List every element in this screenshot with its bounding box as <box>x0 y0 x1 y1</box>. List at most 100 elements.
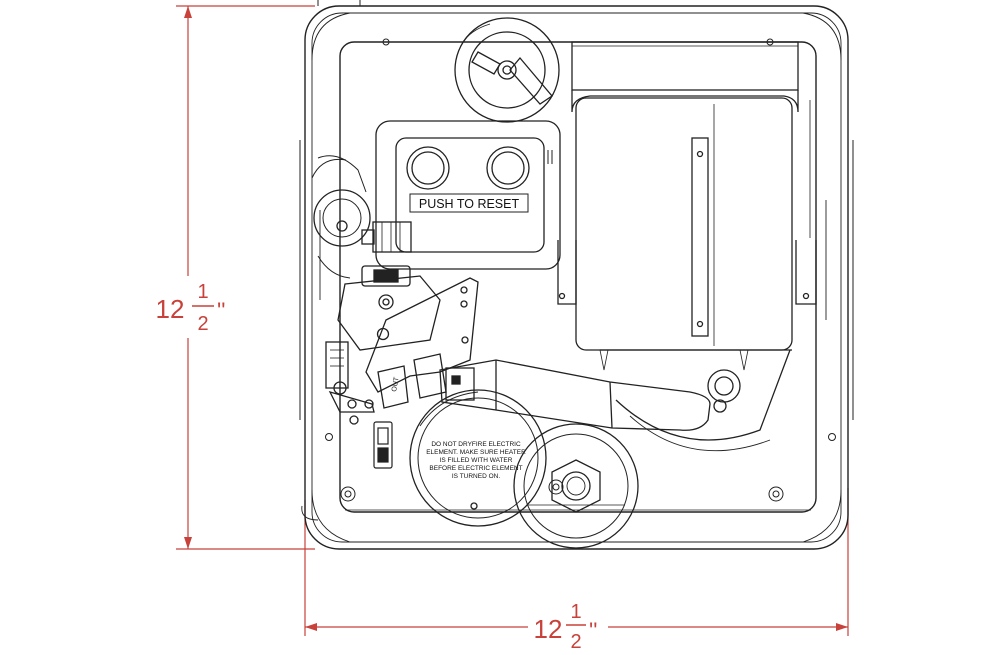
flange-details <box>301 200 827 543</box>
burner-tube <box>439 359 711 431</box>
warning-label-inner <box>417 397 539 519</box>
height-label: 12 1 2 '' <box>156 281 226 335</box>
valve-fitting-nut <box>361 229 375 245</box>
valve-knob <box>378 294 394 310</box>
valve-curve <box>317 255 351 279</box>
reset-button-left[interactable] <box>406 146 450 190</box>
corner-arc-br <box>802 489 842 543</box>
warning-label <box>409 389 547 527</box>
relief-valve-center <box>502 65 512 75</box>
bracket-hole-3 <box>461 336 469 344</box>
valve-loop-2 <box>311 158 347 179</box>
bracket-screw-1 <box>376 327 390 341</box>
width-denominator: 2 <box>570 631 581 650</box>
corner-arc-bl <box>311 489 351 543</box>
height-whole: 12 <box>156 294 185 324</box>
igniter-inner <box>714 376 734 396</box>
valve-fitting <box>372 221 412 253</box>
bracket-hole-1 <box>460 286 468 294</box>
out-mark: OUT <box>391 376 401 392</box>
chamber-arc <box>615 349 791 441</box>
element-cover <box>557 41 817 371</box>
burner-orifice-mark <box>451 375 461 385</box>
width-numerator: 1 <box>570 601 581 623</box>
warning-label-hole <box>470 502 478 510</box>
screw-bottom-left <box>340 486 356 502</box>
bracket-hole-2 <box>460 300 468 308</box>
valve-loop <box>317 155 367 193</box>
width-arrow-right <box>836 623 848 631</box>
element-cover-shoulder <box>571 90 799 113</box>
valve-body <box>337 275 441 351</box>
reset-panel <box>375 120 561 270</box>
bottom-left-notch <box>301 505 319 521</box>
element-cover-tab-right <box>795 240 817 305</box>
warning-line-5: IS TURNED ON. <box>452 473 500 480</box>
height-dimension <box>176 5 315 550</box>
height-arrow-top <box>184 6 192 18</box>
combustion-chamber <box>615 349 791 452</box>
lower-valve-screw-2 <box>349 415 359 425</box>
top-tab <box>317 0 361 6</box>
warning-line-4: BEFORE ELECTRIC ELEMENT <box>429 465 522 472</box>
height-denominator: 2 <box>197 313 208 335</box>
disc-valve <box>313 189 371 247</box>
relief-valve-arc <box>461 23 491 45</box>
out-fitting <box>377 365 409 409</box>
relief-valve-outer <box>454 17 560 123</box>
disc-valve-inner <box>322 198 362 238</box>
burner-tube-outline <box>439 359 711 431</box>
screw-bottom-center <box>548 479 564 495</box>
warning-line-2: ELEMENT. MAKE SURE HEATER <box>426 449 526 456</box>
outer-frame <box>304 5 849 550</box>
drain-plug-hex <box>551 459 601 513</box>
element-cover-tab-left <box>557 240 577 305</box>
width-arrow-left <box>305 623 317 631</box>
width-label: 12 1 2 '' <box>534 601 598 653</box>
igniter-screw <box>713 399 727 413</box>
screw-left-mid <box>325 433 333 441</box>
reset-label-box <box>409 193 529 213</box>
reset-button-right[interactable] <box>486 146 530 190</box>
element-cover-top <box>571 41 799 91</box>
reset-panel-outer <box>375 120 561 270</box>
drain-plug-center <box>561 471 591 501</box>
drain-plug <box>513 423 639 549</box>
relief-valve-hub <box>497 60 517 80</box>
relief-valve-lever <box>471 51 501 75</box>
mounting-screws <box>325 38 836 502</box>
screw-bottom-right <box>768 486 784 502</box>
warning-line-3: IS FILLED WITH WATER <box>440 457 513 464</box>
push-to-reset-label: PUSH TO RESET <box>419 197 520 211</box>
corner-arc-tl <box>311 12 351 61</box>
height-arrow-bottom <box>184 537 192 549</box>
element-cover-body <box>575 97 793 351</box>
width-whole: 12 <box>534 614 563 644</box>
warning-text: DO NOT DRYFIRE ELECTRIC ELEMENT. MAKE SU… <box>426 441 526 480</box>
drain-plug-outer <box>513 423 639 549</box>
relief-valve-handle <box>509 56 553 105</box>
relief-valve-inner <box>468 31 546 109</box>
chamber-arc-inner <box>629 415 771 452</box>
mode-switch[interactable] <box>361 265 411 287</box>
relief-valve <box>454 17 560 123</box>
warning-label-outer <box>409 389 547 527</box>
power-switch[interactable] <box>373 421 393 469</box>
corner-arc-tr <box>802 12 842 61</box>
disc-valve-hole <box>336 220 348 232</box>
screw-right-mid <box>828 433 836 441</box>
burner-orifice <box>445 367 475 401</box>
warning-line-1: DO NOT DRYFIRE ELECTRIC <box>431 441 521 448</box>
height-numerator: 1 <box>197 281 208 303</box>
lower-valve-screw <box>333 381 347 395</box>
drain-plug-ring <box>523 433 629 539</box>
element-cover-strip <box>691 137 709 337</box>
lower-valve-block <box>325 341 349 389</box>
lower-valve-base <box>328 390 375 413</box>
burner-tube-joint-2 <box>609 381 613 429</box>
screw-top-left <box>382 38 390 46</box>
width-unit: '' <box>589 618 597 643</box>
igniter <box>707 369 741 403</box>
